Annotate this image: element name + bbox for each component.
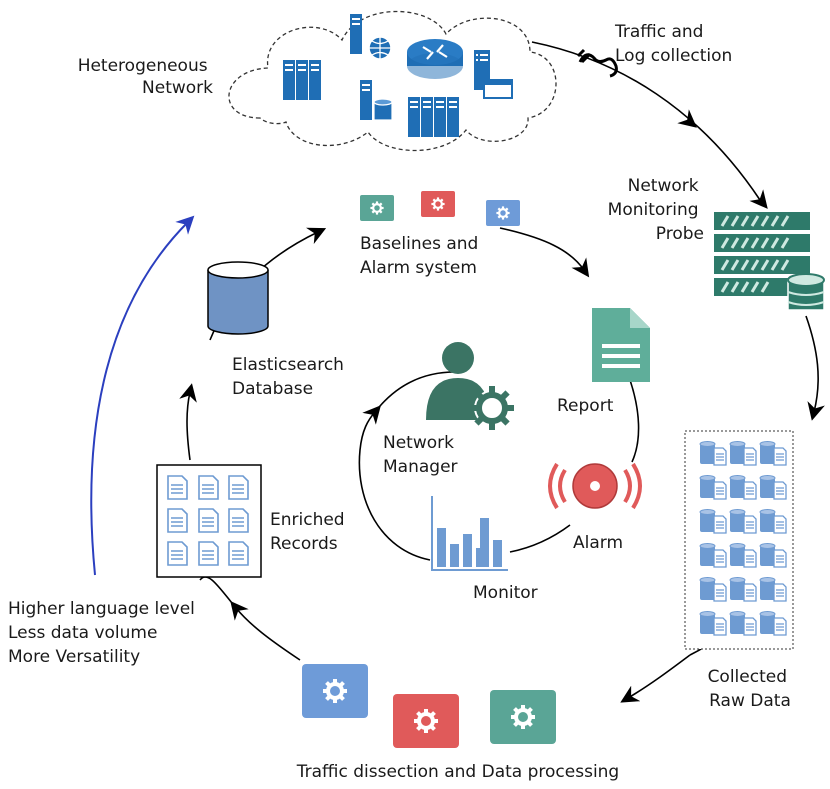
bar-chart-icon [431,496,508,571]
arrow-enriched-line [199,576,237,609]
arrow-to-raw-data [805,315,825,421]
elasticsearch-database-label: Elasticsearch Database [232,355,349,399]
baselines-alarm-label: Baselines and Alarm system [360,234,484,278]
arrow-processing-in [620,654,691,703]
collected-raw-data-label: Collected Raw Data [708,667,793,711]
gear-icon [360,195,394,221]
inner-arc-to-report [499,227,590,278]
plug-icon [576,48,618,78]
server-icon [283,60,321,100]
enriched-records-label: Enriched Records [270,510,350,554]
document-grid-icon [156,464,262,578]
server-globe-icon [350,14,392,60]
baseline-gears [360,191,520,226]
arrow-to-enriched [230,601,301,661]
inner-cycle [358,227,640,561]
inner-arc-report-alarm [629,379,640,463]
alarm-label: Alarm [573,533,623,553]
server-window-icon [474,50,513,99]
database-icon [207,261,269,335]
gear-icon [421,191,455,217]
network-manager-label: Network Manager [383,433,459,477]
inner-arc-monitor-manager [358,405,431,561]
raw-data-grid-icon [684,430,794,650]
heterogeneous-network-cloud [228,10,557,152]
arrow-to-probe [531,41,761,201]
gear-icon [486,200,520,226]
inner-arc-alarm-monitor [509,524,571,553]
inner-arc-manager-top [374,371,456,413]
report-label: Report [557,396,614,416]
monitor-label: Monitor [473,583,538,603]
abstraction-note: Higher language level Less data volume M… [8,599,200,667]
arrow-to-database [179,383,197,461]
processing-gears [302,664,556,748]
network-monitoring-probe-label: Network Monitoring Probe [608,176,704,244]
user-gear-icon [426,342,514,430]
gear-icon [302,664,368,718]
alarm-icon [548,462,642,510]
traffic-log-collection-label: Traffic and Log collection [614,22,732,66]
router-icon [407,39,463,79]
abstraction-arrow [90,215,195,576]
heterogeneous-network-label: Heterogeneous Network [78,56,213,98]
gear-icon [490,690,556,744]
cloud-icon [228,10,557,152]
traffic-dissection-label: Traffic dissection and Data processing [296,762,619,782]
gear-icon [393,694,459,748]
report-icon [592,308,650,382]
probe-server-icon [714,212,825,311]
server-database-icon [360,80,393,121]
